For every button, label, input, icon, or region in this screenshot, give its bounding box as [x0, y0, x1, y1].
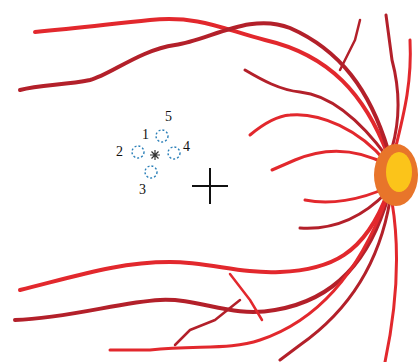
callout-number: 2 [116, 145, 123, 159]
callout-number: 4 [183, 140, 190, 154]
callout-number: 5 [165, 110, 172, 124]
callout-number: 3 [139, 183, 146, 197]
callout-number: 1 [142, 128, 149, 142]
